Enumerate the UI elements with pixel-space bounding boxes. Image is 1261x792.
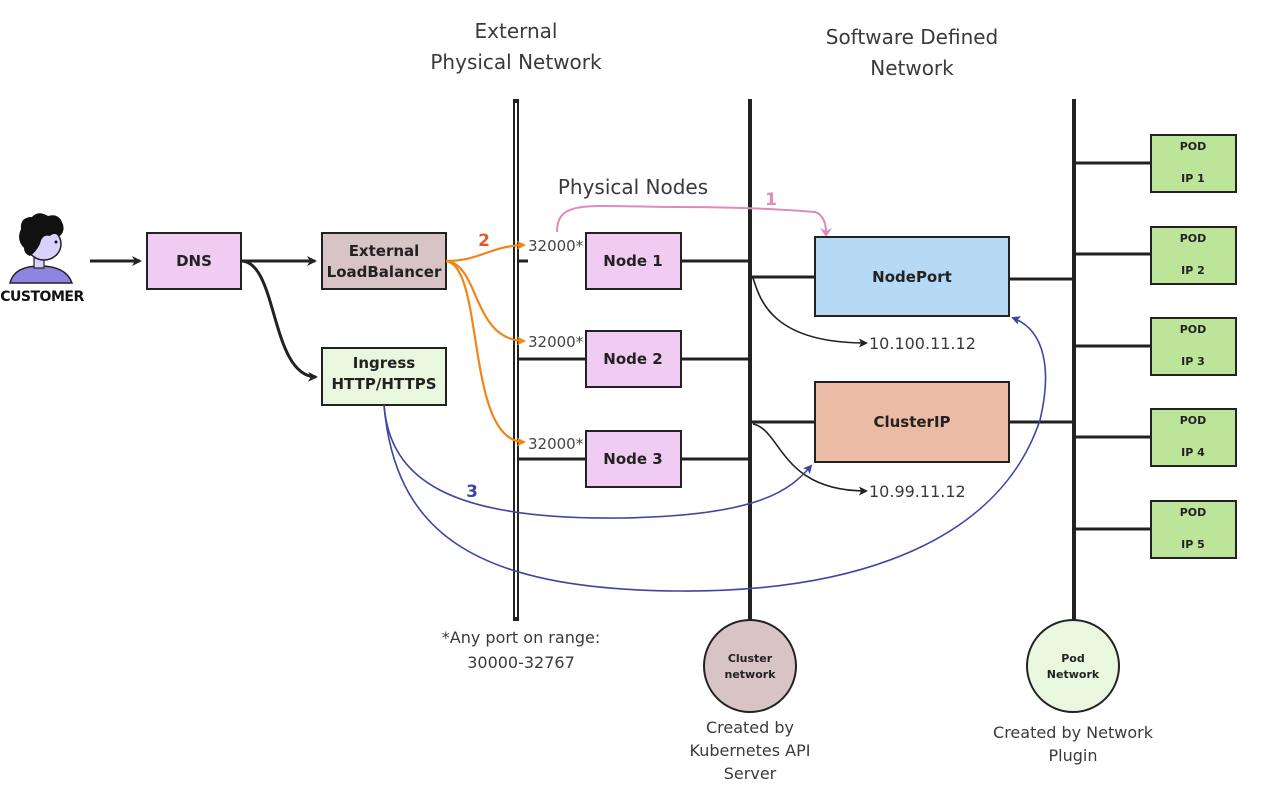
pod-created-line1: Created by Network xyxy=(993,723,1154,742)
elb-label-line1: External xyxy=(349,242,420,260)
sdn-title-line1: Software Defined xyxy=(826,25,999,49)
customer-icon xyxy=(9,213,74,284)
node1-label: Node 1 xyxy=(603,252,662,270)
elb-label-line2: LoadBalancer xyxy=(327,263,442,281)
pod1-box[interactable] xyxy=(1150,134,1237,193)
node1-box[interactable] xyxy=(585,232,682,290)
cluster-created-line1: Created by xyxy=(706,718,794,737)
pod5-box[interactable] xyxy=(1150,500,1237,559)
pod2-title: POD xyxy=(1180,232,1207,245)
physical-nodes-label: Physical Nodes xyxy=(558,175,708,199)
external-network-bar-inner xyxy=(515,103,517,617)
flow-number-2: 2 xyxy=(478,231,490,251)
pod2-box[interactable] xyxy=(1150,226,1237,285)
pod-3[interactable]: POD IP 3 xyxy=(1150,317,1237,376)
node2-box[interactable] xyxy=(585,330,682,388)
cluster-created-line2: Kubernetes API xyxy=(690,741,811,760)
flow1-arrow xyxy=(556,204,827,233)
pod-created-line2: Plugin xyxy=(1049,746,1098,765)
pod4-box[interactable] xyxy=(1150,408,1237,467)
flow1-arrowhead xyxy=(820,228,832,237)
pod3-ip: IP 3 xyxy=(1181,355,1205,368)
clusterip-ip-arrow xyxy=(752,423,868,496)
external-loadbalancer-box[interactable] xyxy=(321,232,447,290)
clusterip-box[interactable] xyxy=(814,381,1010,463)
external-network-title-line1: External xyxy=(475,19,558,43)
port-range-note-line1: *Any port on range: xyxy=(442,628,600,647)
pod4-ip: IP 4 xyxy=(1181,446,1205,459)
customer-label: CUSTOMER xyxy=(0,289,84,305)
pod4-title: POD xyxy=(1180,414,1207,427)
node3-box[interactable] xyxy=(585,430,682,488)
pod1-ip: IP 1 xyxy=(1181,172,1205,185)
elb-to-port1-arrow xyxy=(445,240,526,263)
clusterip-label: ClusterIP xyxy=(873,413,950,431)
ingress-label-line2: HTTP/HTTPS xyxy=(332,375,437,393)
nodeport-label: NodePort xyxy=(872,268,952,286)
elb-to-port2-arrow xyxy=(445,259,526,346)
ingress-to-clusterip-arrow xyxy=(383,404,813,519)
ingress-to-nodeport-arrow xyxy=(383,316,1047,592)
flow-number-3: 3 xyxy=(466,482,478,502)
node3-label: Node 3 xyxy=(603,450,662,468)
pod-network-circle[interactable] xyxy=(1026,619,1120,713)
pod-4[interactable]: POD IP 4 xyxy=(1150,408,1237,467)
pod5-title: POD xyxy=(1180,506,1207,519)
pod1-title: POD xyxy=(1180,140,1207,153)
port-range-note-line2: 30000-32767 xyxy=(467,653,575,672)
pod2-ip: IP 2 xyxy=(1181,264,1205,277)
clusterip-ip: 10.99.11.12 xyxy=(869,482,966,501)
nodeport-ip-arrow xyxy=(752,277,868,348)
pod-2[interactable]: POD IP 2 xyxy=(1150,226,1237,285)
dns-label: DNS xyxy=(176,252,212,270)
elb-to-port3-arrow xyxy=(445,259,526,447)
pod-network-label-line1: Pod xyxy=(1061,652,1085,665)
port-label-node1: 32000* xyxy=(528,237,584,255)
pod3-box[interactable] xyxy=(1150,317,1237,376)
cluster-network-circle[interactable] xyxy=(703,619,797,713)
pod3-title: POD xyxy=(1180,323,1207,336)
port-label-node3: 32000* xyxy=(528,435,584,453)
external-network-title-line2: Physical Network xyxy=(430,50,602,74)
cluster-network-label-line2: network xyxy=(724,668,776,681)
pod-1[interactable]: POD IP 1 xyxy=(1150,134,1237,193)
nodeport-box[interactable] xyxy=(814,236,1010,317)
ingress-label-line1: Ingress xyxy=(353,354,415,372)
cluster-network-bar xyxy=(748,99,752,621)
node2-label: Node 2 xyxy=(603,350,662,368)
flow-number-1: 1 xyxy=(765,190,777,210)
pod-network-label-line2: Network xyxy=(1047,668,1100,681)
cluster-network-label-line1: Cluster xyxy=(728,652,773,665)
pod5-ip: IP 5 xyxy=(1181,538,1205,551)
port-label-node2: 32000* xyxy=(528,333,584,351)
nodeport-ip: 10.100.11.12 xyxy=(869,334,976,353)
sdn-title-line2: Network xyxy=(870,56,954,80)
pod-5[interactable]: POD IP 5 xyxy=(1150,500,1237,559)
cluster-created-line3: Server xyxy=(724,764,777,783)
dns-to-ingress-arrow xyxy=(240,259,318,382)
pod-network-bar xyxy=(1072,99,1076,621)
